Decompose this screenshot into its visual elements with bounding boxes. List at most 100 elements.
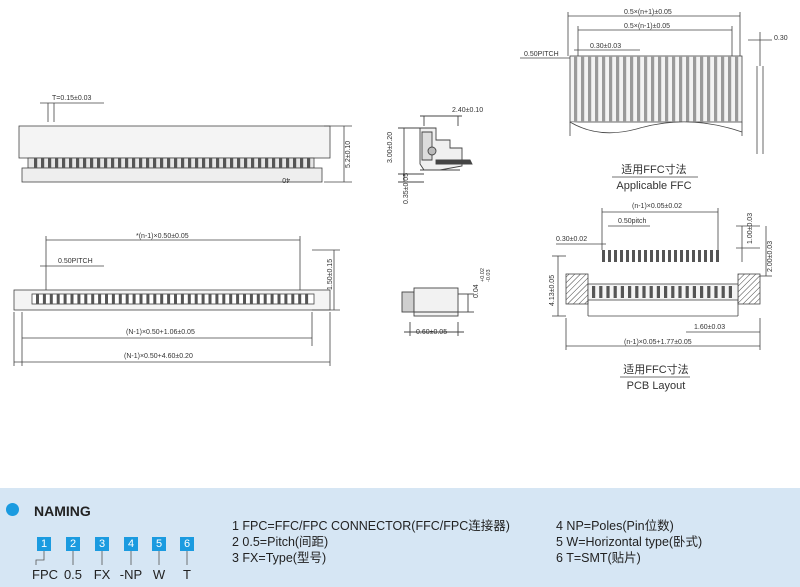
top-pin bbox=[277, 294, 281, 304]
pcb-top-pad bbox=[626, 250, 629, 262]
pcb-bottom-pad bbox=[613, 286, 617, 298]
front-pin bbox=[111, 158, 115, 168]
front-pin bbox=[258, 158, 262, 168]
front-pin bbox=[34, 158, 38, 168]
pcb-top-pad-row bbox=[602, 250, 719, 262]
front-pin bbox=[146, 158, 150, 168]
front-pin bbox=[307, 158, 311, 168]
pcb-bottom-pad bbox=[635, 286, 639, 298]
detail-width-label: 0.60±0.05 bbox=[416, 329, 447, 336]
legend-item-2: 2 0.5=Pitch(间距) bbox=[232, 535, 329, 549]
front-pin bbox=[244, 158, 248, 168]
pcb-caption-cn: 适用FFC寸法 bbox=[623, 362, 688, 376]
top-pin bbox=[298, 294, 302, 304]
front-pin bbox=[216, 158, 220, 168]
top-pin bbox=[180, 294, 184, 304]
front-pin bbox=[167, 158, 171, 168]
front-pin bbox=[118, 158, 122, 168]
detail-tol-plus: +0.02 bbox=[480, 268, 486, 282]
ffc-strip bbox=[721, 56, 725, 122]
ffc-strip bbox=[658, 56, 662, 122]
pcb-bottom-pad bbox=[599, 286, 603, 298]
front-pin bbox=[209, 158, 213, 168]
top-span-c-label: (N-1)×0.50+4.60±0.20 bbox=[124, 353, 193, 360]
pcb-top-pad bbox=[680, 250, 683, 262]
ffc-strip bbox=[707, 56, 711, 122]
naming-code-fpc: FPC bbox=[32, 567, 58, 582]
top-pin bbox=[118, 294, 122, 304]
top-pin bbox=[270, 294, 274, 304]
pcb-top-pad bbox=[674, 250, 677, 262]
front-pin-row bbox=[34, 158, 311, 168]
pcb-bottom-pad bbox=[728, 286, 732, 298]
ffc-strip bbox=[693, 56, 697, 122]
pcb-bottom-pad bbox=[620, 286, 624, 298]
front-pin bbox=[174, 158, 178, 168]
pcb-top-pad bbox=[662, 250, 665, 262]
ffc-strip bbox=[588, 56, 592, 122]
top-pin bbox=[42, 294, 46, 304]
top-pin bbox=[111, 294, 115, 304]
top-pin bbox=[187, 294, 191, 304]
pcb-bottom-pad bbox=[671, 286, 675, 298]
top-pin bbox=[229, 294, 233, 304]
ffc-caption-en: Applicable FFC bbox=[616, 180, 691, 192]
front-pin bbox=[279, 158, 283, 168]
top-span-b-label: (N-1)×0.50+1.06±0.05 bbox=[126, 329, 195, 336]
pcb-span-top-label: (n-1)×0.05±0.02 bbox=[632, 203, 682, 210]
naming-code-pitch: 0.5 bbox=[63, 567, 83, 582]
front-pin bbox=[132, 158, 136, 168]
naming-box-4: 4 bbox=[124, 537, 138, 551]
front-pin bbox=[237, 158, 241, 168]
top-pin bbox=[160, 294, 164, 304]
front-pin bbox=[153, 158, 157, 168]
top-pin bbox=[291, 294, 295, 304]
ffc-strip bbox=[700, 56, 704, 122]
naming-box-6: 6 bbox=[180, 537, 194, 551]
front-pin bbox=[293, 158, 297, 168]
top-span-a-label: *(n-1)×0.50±0.05 bbox=[136, 233, 189, 240]
top-pin bbox=[153, 294, 157, 304]
pcb-bottom-pad bbox=[606, 286, 610, 298]
detail-tol-minus: -0.03 bbox=[486, 269, 492, 282]
pcb-bottom-pad bbox=[664, 286, 668, 298]
pcb-top-pad bbox=[620, 250, 623, 262]
front-pin bbox=[265, 158, 269, 168]
top-pin bbox=[70, 294, 74, 304]
top-pin bbox=[263, 294, 267, 304]
pcb-bottom-pad bbox=[642, 286, 646, 298]
top-pin bbox=[56, 294, 60, 304]
pcb-pad-label: 0.30±0.02 bbox=[556, 236, 587, 243]
top-pin bbox=[49, 294, 53, 304]
pcb-top-pad bbox=[710, 250, 713, 262]
ffc-strip bbox=[672, 56, 676, 122]
top-pin-row bbox=[36, 294, 309, 304]
pcb-top-pad bbox=[644, 250, 647, 262]
pcb-height-label: 4.13±0.05 bbox=[549, 275, 556, 306]
top-pin bbox=[125, 294, 129, 304]
ffc-strip bbox=[623, 56, 627, 122]
front-view bbox=[18, 102, 352, 183]
ffc-strip bbox=[735, 56, 739, 122]
naming-title: NAMING bbox=[34, 503, 91, 519]
top-depth-label: 1.50±0.15 bbox=[327, 259, 334, 290]
front-pin bbox=[139, 158, 143, 168]
pcb-row-gap-label: 2.00±0.03 bbox=[767, 241, 774, 272]
naming-code-smt: T bbox=[183, 567, 191, 582]
top-pitch-label: 0.50PITCH bbox=[58, 258, 93, 265]
top-pin bbox=[174, 294, 177, 304]
ffc-caption-cn: 适用FFC寸法 bbox=[621, 162, 686, 176]
legend-item-5: 5 W=Horizontal type(卧式) bbox=[556, 535, 703, 549]
pcb-top-pad bbox=[638, 250, 641, 262]
naming-box-3: 3 bbox=[95, 537, 109, 551]
front-thickness-label: T=0.15±0.03 bbox=[52, 95, 92, 102]
pcb-bottom-pad bbox=[714, 286, 718, 298]
ffc-strip bbox=[616, 56, 620, 122]
ffc-view bbox=[520, 12, 772, 178]
front-pin bbox=[55, 158, 59, 168]
legend-item-3: 3 FX=Type(型号) bbox=[232, 551, 327, 565]
front-pin-count: 40 bbox=[282, 176, 290, 183]
pcb-bottom-pad bbox=[592, 286, 596, 298]
front-pin bbox=[181, 158, 185, 168]
detail-view bbox=[401, 287, 474, 336]
